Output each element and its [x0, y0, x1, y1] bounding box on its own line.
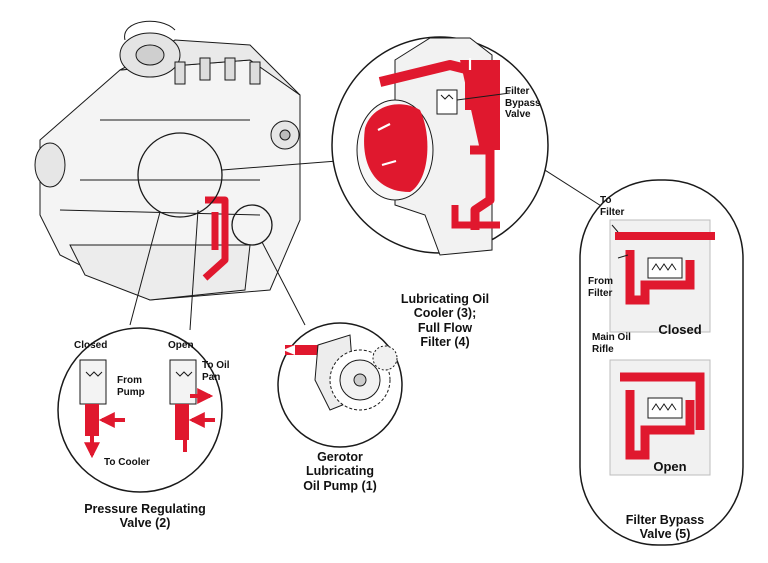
prv-closed-label: Closed — [74, 340, 108, 351]
filter-bypass-panel — [579, 179, 744, 546]
prv-caption: Pressure Regulating Valve (2) — [84, 502, 206, 531]
to-oil-pan-label: To Oil Pan — [202, 360, 230, 383]
from-pump-label: From Pump — [117, 375, 145, 398]
gerotor-pump-callout — [277, 322, 403, 448]
leader-lines — [129, 134, 621, 331]
prv-open-label: Open — [168, 340, 194, 351]
bypass-valve-caption: Filter Bypass Valve (5) — [625, 513, 705, 542]
pressure-regulating-valve-callout — [57, 327, 223, 493]
engine-oil-passages — [202, 196, 229, 281]
to-filter-label: To Filter — [600, 195, 625, 218]
to-cooler-label: To Cooler — [104, 457, 150, 468]
filter-bypass-valve-tag: Filter Bypass Valve — [505, 86, 541, 120]
bypass-closed-label: Closed — [658, 322, 702, 337]
engine-callout-circles — [137, 132, 273, 246]
cooler-filter-caption: Lubricating Oil Cooler (3); Full Flow Fi… — [400, 292, 490, 350]
oil-cooler-filter-callout — [331, 36, 549, 256]
main-oil-rifle-label: Main Oil Rifle — [592, 332, 631, 355]
gerotor-pump-caption: Gerotor Lubricating Oil Pump (1) — [303, 450, 377, 493]
from-filter-label: From Filter — [588, 276, 613, 299]
bypass-open-diagram — [609, 359, 711, 476]
engine-illustration — [34, 20, 301, 301]
bypass-open-label: Open — [653, 459, 687, 474]
bypass-closed-diagram — [609, 219, 715, 333]
